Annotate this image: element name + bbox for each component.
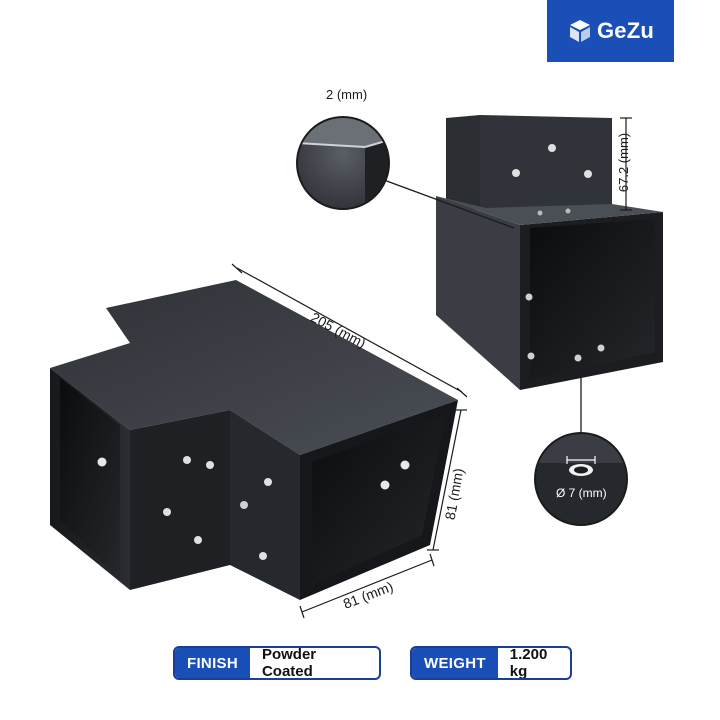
dimension-lines bbox=[231, 263, 468, 619]
finish-spec-value: Powder Coated bbox=[261, 646, 317, 680]
finish-spec: FINISH Powder Coated bbox=[173, 646, 381, 680]
brand-logo: GeZu bbox=[547, 0, 674, 62]
thickness-label: 2 (mm) bbox=[326, 87, 368, 102]
weight-spec: WEIGHT 1.200 kg bbox=[410, 646, 572, 680]
finish-spec-label: FINISH bbox=[175, 648, 250, 678]
weight-spec-label: WEIGHT bbox=[412, 648, 498, 678]
weight-spec-value: 1.200 kg bbox=[509, 646, 548, 680]
thickness-magnifier bbox=[296, 116, 515, 229]
t-bracket bbox=[50, 280, 458, 600]
bracket-height-line bbox=[620, 117, 632, 211]
hole-diameter-label: Ø 7 (mm) bbox=[556, 486, 607, 500]
hole-magnifier bbox=[534, 378, 628, 526]
bracket-height-label: 67.2 (mm) bbox=[616, 132, 632, 193]
cube-logo-icon bbox=[569, 20, 590, 42]
brand-name: GeZu bbox=[596, 18, 655, 43]
u-bracket bbox=[436, 115, 663, 390]
